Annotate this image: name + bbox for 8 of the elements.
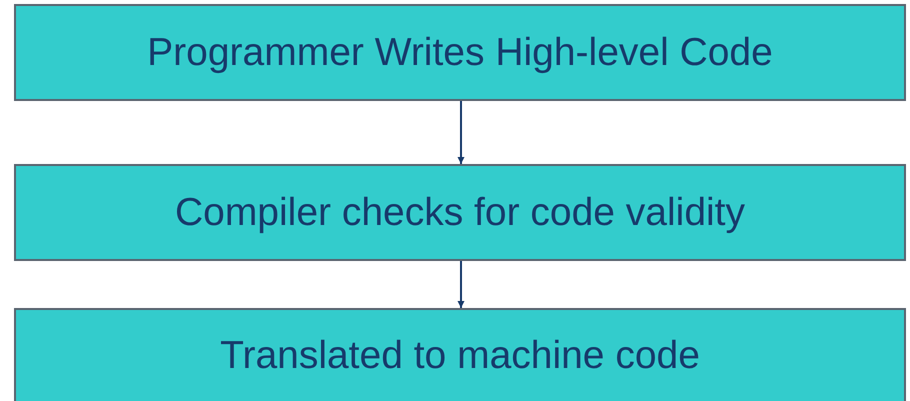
process-box — [14, 164, 906, 261]
arrow — [458, 101, 464, 164]
process-box — [14, 4, 906, 101]
box-label: Programmer Writes High-level Code — [147, 30, 773, 74]
box-label: Compiler checks for code validity — [174, 190, 746, 234]
arrow — [458, 261, 464, 308]
process-box — [14, 308, 906, 401]
box-label: Translated to machine code — [220, 334, 700, 378]
